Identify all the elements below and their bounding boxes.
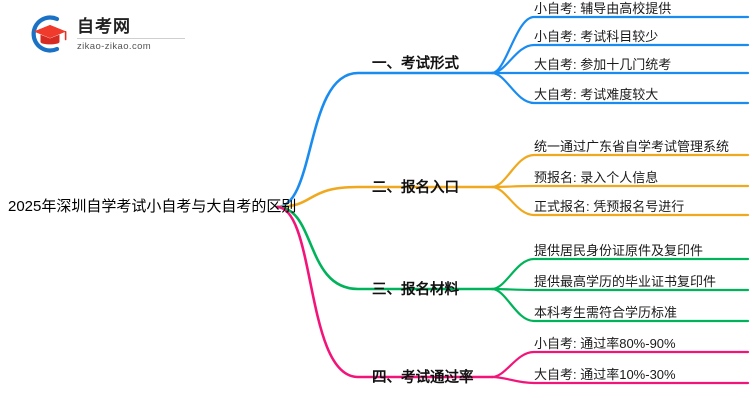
logo-text: 自考网 zikao-zikao.com — [77, 13, 185, 55]
leaf-node-2-1[interactable]: 统一通过广东省自学考试管理系统 — [534, 139, 730, 154]
leaf-node-3-1[interactable]: 提供居民身份证原件及复印件 — [534, 243, 704, 258]
connector-path — [275, 205, 494, 379]
connector-path — [490, 71, 750, 105]
connector-path — [490, 185, 750, 217]
leaf-node-3-3[interactable]: 本科考生需符合学历标准 — [534, 305, 678, 320]
site-logo: 自考网 zikao-zikao.com — [27, 12, 187, 56]
branch-node-4[interactable]: 四、考试通过率 — [372, 370, 474, 386]
connector-path — [275, 185, 494, 209]
connector-path — [490, 375, 750, 385]
connector-path — [490, 184, 750, 189]
leaf-node-4-1[interactable]: 小自考: 通过率80%-90% — [534, 336, 676, 351]
graduation-cap-icon — [31, 15, 67, 53]
leaf-node-3-2[interactable]: 提供最高学历的毕业证书复印件 — [534, 274, 717, 289]
leaf-node-2-2[interactable]: 预报名: 录入个人信息 — [534, 170, 659, 185]
leaf-node-1-2[interactable]: 小自考: 考试科目较少 — [534, 29, 659, 44]
branch-node-3[interactable]: 三、报名材料 — [372, 282, 459, 298]
connector-path — [490, 15, 750, 75]
logo-mark-icon — [27, 13, 73, 55]
connector-path — [490, 257, 750, 291]
connector-path — [490, 287, 750, 323]
leaf-node-4-2[interactable]: 大自考: 通过率10%-30% — [534, 367, 676, 382]
leaf-node-1-4[interactable]: 大自考: 考试难度较大 — [534, 87, 659, 102]
leaf-node-1-3[interactable]: 大自考: 参加十几门统考 — [534, 57, 672, 72]
root-node[interactable]: 2025年深圳自学考试小自考与大自考的区别 — [8, 198, 297, 215]
logo-name: 自考网 — [77, 16, 131, 36]
leaf-node-1-1[interactable]: 小自考: 辅导由高校提供 — [534, 1, 672, 16]
leaf-node-2-3[interactable]: 正式报名: 凭预报名号进行 — [534, 199, 685, 214]
connector-path — [275, 205, 494, 291]
branch-node-2[interactable]: 二、报名入口 — [372, 180, 459, 196]
connector-path — [490, 350, 750, 379]
logo-url: zikao-zikao.com — [77, 40, 152, 52]
branch-node-1[interactable]: 一、考试形式 — [372, 56, 459, 72]
logo-divider — [77, 37, 185, 39]
connector-path — [275, 71, 494, 209]
